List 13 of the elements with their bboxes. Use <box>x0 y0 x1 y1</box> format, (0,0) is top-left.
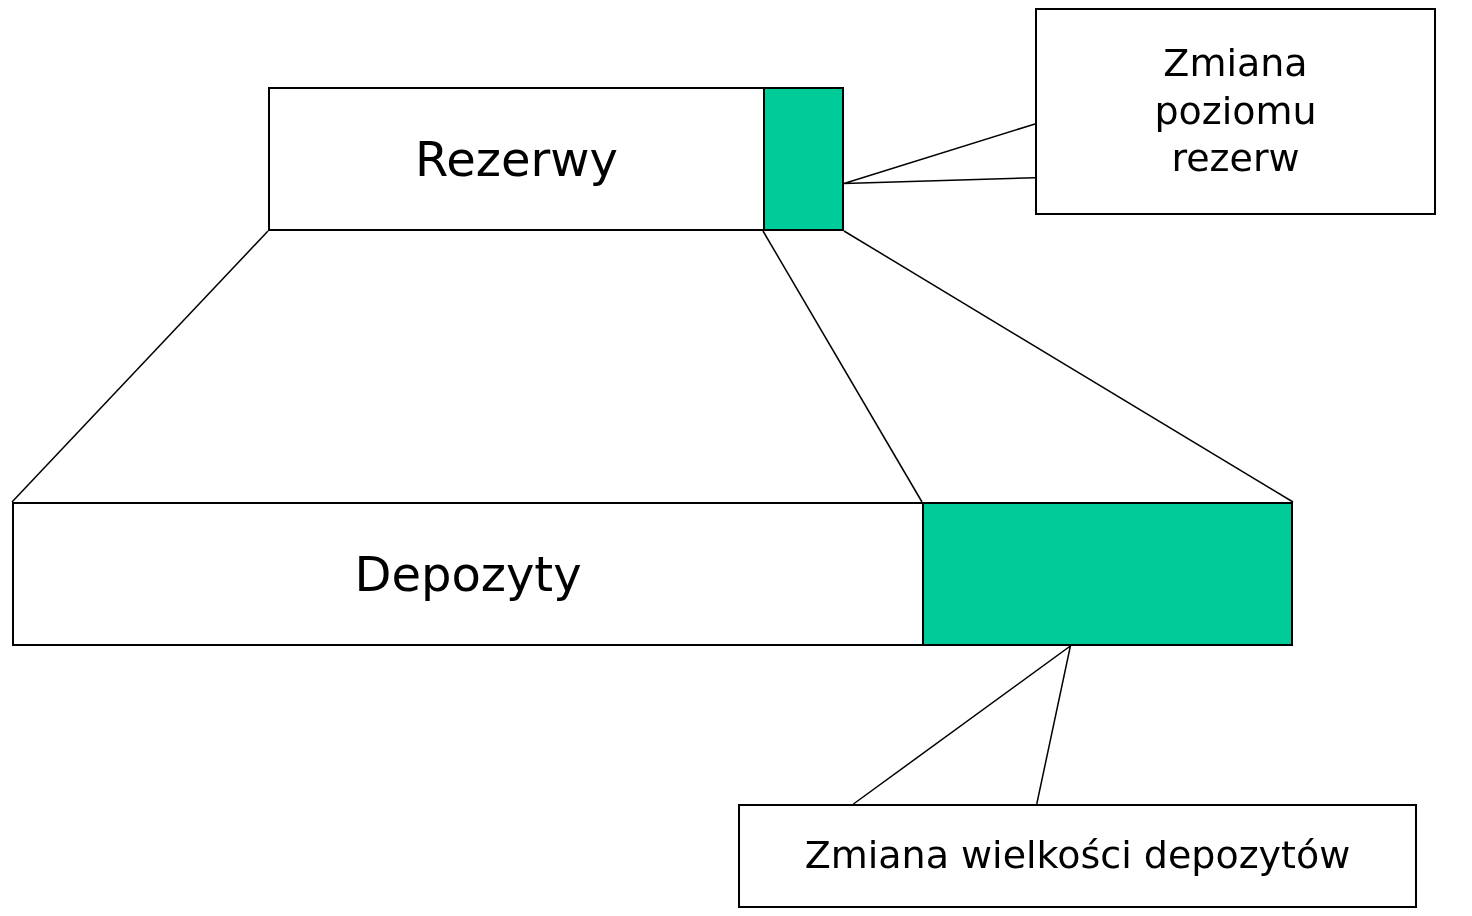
bar-label: Rezerwy <box>415 130 618 189</box>
callout-box <box>1035 8 1436 215</box>
highlight-segment <box>922 502 1293 646</box>
callout-text: Zmiana poziomu rezerw <box>1153 40 1318 183</box>
connector-line <box>843 230 1294 503</box>
bar-segment <box>268 87 765 231</box>
bar-segment <box>12 502 924 646</box>
callout-box <box>738 804 1417 908</box>
connector-line <box>11 230 269 503</box>
connector-line <box>762 230 923 503</box>
bar-label: Depozyty <box>354 545 582 604</box>
callout-text: Zmiana wielkości depozytów <box>804 832 1351 880</box>
highlight-segment <box>763 87 844 231</box>
